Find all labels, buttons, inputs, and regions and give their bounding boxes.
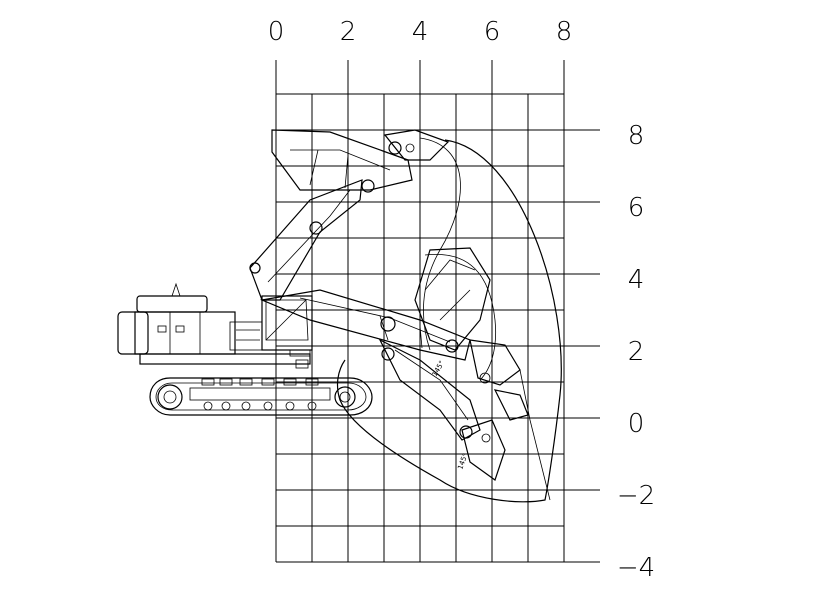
operator-cab: [261, 295, 313, 351]
arm-tip-pin: [388, 141, 402, 155]
cab-window-glare: [265, 299, 307, 341]
angle-label: 145°: [456, 452, 469, 471]
track-roller: [263, 401, 273, 411]
x-tick-label: 4: [412, 17, 429, 47]
reach-envelope-curve: [336, 139, 562, 503]
arm-raised-web: [290, 149, 391, 189]
boom-raised: [249, 179, 363, 301]
arm-extended-upper: [414, 247, 491, 351]
track-roller: [285, 401, 295, 411]
angle-label: 145°: [431, 359, 446, 378]
idler-hub: [163, 390, 177, 404]
bucket-pin: [479, 372, 491, 384]
arm-pin: [361, 179, 375, 193]
y-tick-label: 6: [628, 193, 645, 223]
x-axis-labels: 0 2 4 6 8: [268, 17, 573, 47]
grid: [275, 60, 600, 563]
boom-pivot-pin: [309, 221, 323, 235]
track-roller: [241, 401, 251, 411]
track-roller: [221, 401, 231, 411]
track-rollers: [201, 378, 319, 411]
arm-extended-upper-web: [424, 259, 476, 321]
arm-upper-pin: [445, 339, 459, 353]
x-tick-label: 2: [340, 17, 357, 47]
x-tick-label: 6: [484, 17, 501, 47]
bucket-link-pin: [405, 143, 415, 153]
y-tick-label: 2: [628, 337, 645, 367]
y-axis-labels: 8 6 4 2 0 −2 −4: [617, 121, 655, 583]
boom-mid-pin: [380, 316, 396, 332]
arm-lowered: [378, 338, 481, 441]
bucket-dump: [493, 389, 529, 421]
digging-path-curve: [519, 369, 551, 501]
y-tick-label: 0: [628, 409, 645, 439]
y-tick-label: 4: [628, 265, 645, 295]
arm-raised: [271, 129, 413, 191]
track-inner-outline: [155, 382, 367, 411]
engine-housing: [134, 311, 236, 355]
excavator-upper-structure: [117, 282, 313, 369]
track-roller: [307, 401, 317, 411]
boom-extended-web: [299, 297, 451, 349]
boom-raised-web: [267, 189, 351, 283]
x-tick-label: 8: [556, 17, 573, 47]
boom-position-lowered: [378, 338, 529, 481]
boom-extended: [259, 289, 471, 361]
cab-step: [289, 349, 311, 357]
y-tick-label: −4: [617, 553, 655, 583]
boom-position-extended: [259, 247, 521, 386]
bucket-lowered: [461, 419, 506, 481]
sprocket-hub: [339, 391, 351, 403]
arm-lowered-pin: [459, 425, 473, 439]
turntable-base: [139, 353, 311, 365]
excavator-undercarriage: [149, 377, 373, 416]
sprocket-wheel: [334, 386, 356, 408]
idler-wheel: [157, 384, 183, 410]
engine-hood: [136, 295, 208, 313]
track-roller: [203, 401, 213, 411]
cab-window: [265, 299, 309, 341]
arm-lowered-web: [394, 349, 469, 421]
counterweight: [117, 311, 149, 355]
panel-latch: [157, 325, 167, 333]
bucket-raised: [383, 129, 450, 161]
carrier-roller: [239, 378, 253, 386]
x-tick-label: 0: [268, 17, 285, 47]
panel-latch: [175, 325, 185, 333]
carrier-roller: [201, 378, 215, 386]
bucket-lowered-pin: [481, 433, 491, 443]
boom-foot-pin: [249, 262, 261, 274]
carrier-roller: [305, 378, 319, 386]
inner-reach-curve: [419, 137, 461, 351]
carrier-roller: [261, 378, 275, 386]
track-outline: [149, 377, 373, 416]
carrier-roller: [219, 378, 233, 386]
bucket-arc-curve: [424, 253, 497, 381]
boom-position-raised: [249, 129, 450, 301]
track-frame: [189, 387, 331, 401]
y-tick-label: −2: [617, 481, 655, 511]
y-tick-label: 8: [628, 121, 645, 151]
exhaust-stack: [171, 282, 181, 297]
boom-cylinder-pin: [381, 347, 395, 361]
lower-step: [295, 359, 309, 369]
bucket-extended: [469, 339, 521, 386]
carrier-roller: [283, 378, 297, 386]
